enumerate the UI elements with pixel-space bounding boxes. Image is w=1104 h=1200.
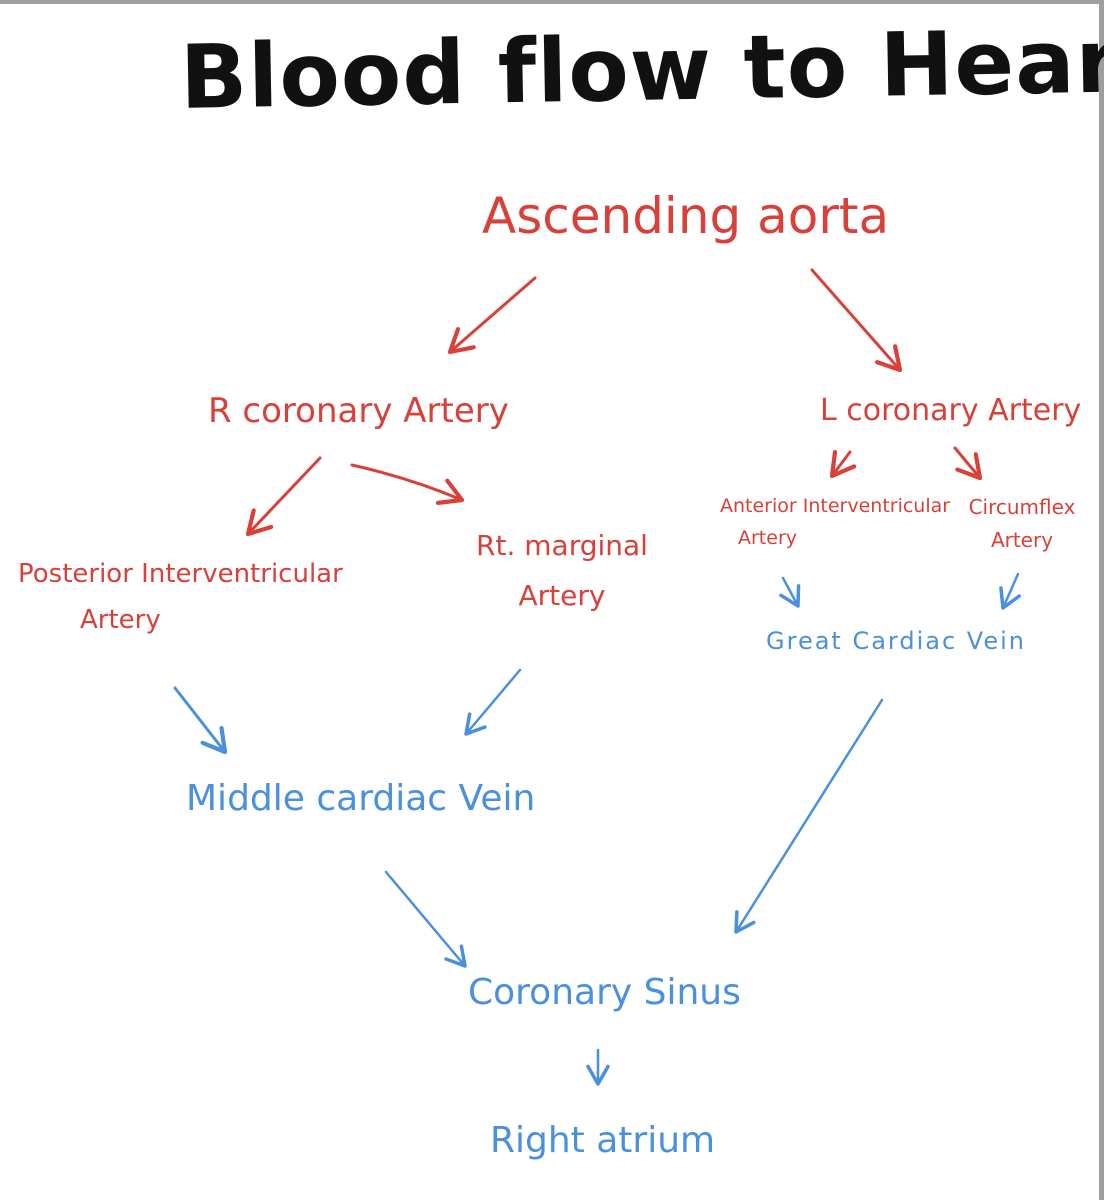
- node-anterior-interventricular-artery: Anterior Interventricular Artery: [720, 495, 951, 550]
- arrow-great-cardiac-to-coronary-sinus: [734, 698, 884, 934]
- node-label-line-2: Artery: [990, 528, 1054, 552]
- arrow-l-coronary-to-anterior: [829, 449, 857, 479]
- arrow-l-coronary-to-circumflex: [953, 446, 983, 481]
- node-label-line-2: Artery: [518, 579, 606, 613]
- node-label-line-1: Posterior Interventricular: [18, 559, 343, 589]
- arrow-anterior-to-great-cardiac: [779, 576, 801, 608]
- node-middle-cardiac-vein: Middle cardiac Vein: [186, 778, 536, 819]
- node-coronary-sinus: Coronary Sinus: [468, 972, 741, 1013]
- node-right-atrium: Right atrium: [490, 1120, 716, 1161]
- node-circumflex-artery: Circumflex Artery: [962, 496, 1082, 552]
- node-l-coronary-artery: L coronary Artery: [820, 393, 1082, 428]
- arrow-r-coronary-to-posterior: [245, 456, 322, 537]
- node-r-coronary-artery: R coronary Artery: [208, 391, 509, 431]
- node-label-line-2: Artery: [80, 604, 161, 635]
- node-ascending-aorta: Ascending aorta: [482, 187, 890, 245]
- arrow-middle-cardiac-to-coronary-sinus: [384, 870, 467, 968]
- node-label-line-1: Anterior Interventricular: [720, 495, 951, 517]
- node-posterior-interventricular-artery: Posterior Interventricular Artery: [18, 559, 343, 636]
- node-great-cardiac-vein: Great Cardiac Vein: [766, 627, 1026, 655]
- node-label-line-1: Rt. marginal: [476, 529, 648, 562]
- node-label-line-1: Circumflex: [968, 495, 1076, 519]
- arrow-rt-marginal-to-middle-cardiac: [464, 668, 522, 736]
- arrow-aorta-to-r-coronary: [447, 276, 537, 355]
- node-rt-marginal-artery: Rt. marginal Artery: [462, 529, 662, 613]
- arrow-aorta-to-l-coronary: [810, 268, 903, 373]
- arrow-circumflex-to-great-cardiac: [999, 572, 1021, 610]
- node-label-line-2: Artery: [738, 526, 798, 549]
- arrow-r-coronary-to-rt-marginal: [350, 463, 465, 505]
- arrow-posterior-to-middle-cardiac: [173, 686, 228, 755]
